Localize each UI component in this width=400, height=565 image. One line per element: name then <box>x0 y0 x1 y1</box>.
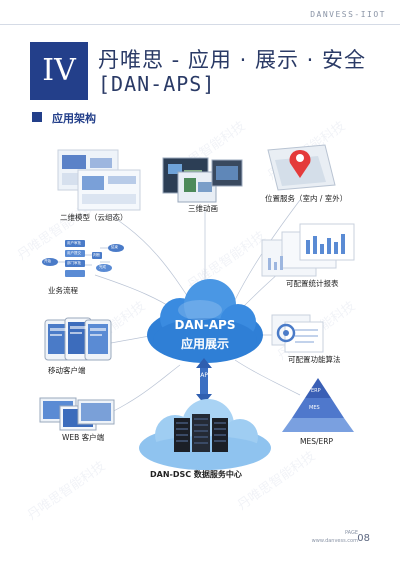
aps-cloud-title: DAN-APS <box>174 318 236 332</box>
mobile-thumbnail <box>44 317 112 361</box>
label-mobile: 移动客户端 <box>48 366 86 375</box>
label-algorithm: 可配置功能算法 <box>288 355 341 364</box>
label-twod-model: 二维模型（云组态） <box>60 213 128 222</box>
label-mes-erp: MES/ERP <box>300 437 333 446</box>
pyramid-mid-label: MES <box>309 405 320 411</box>
label-report: 可配置统计报表 <box>286 279 339 288</box>
flow-node: 判断 <box>93 253 100 257</box>
section-title: 应用架构 <box>52 112 96 125</box>
flow-node: 部门审批 <box>67 261 81 265</box>
business-flow-thumbnail <box>42 240 124 277</box>
page-label: PAGE <box>344 530 358 536</box>
flow-node: 结束 <box>111 245 118 249</box>
page-title: 丹唯思 - 应用 · 展示 · 安全 <box>98 48 366 72</box>
api-arrow <box>196 358 212 404</box>
threed-animation-thumbnail <box>162 157 243 203</box>
flow-node: 用户审批 <box>67 241 81 245</box>
mes-erp-pyramid <box>282 378 354 432</box>
label-web: WEB 客户端 <box>62 433 105 442</box>
label-threed-animation: 三维动画 <box>188 204 218 213</box>
report-thumbnail <box>261 223 355 277</box>
website-text: www.danvess.com <box>311 538 358 544</box>
aps-cloud-subtitle: 应用展示 <box>180 337 229 351</box>
aps-cloud <box>147 279 263 363</box>
flow-node: 用户提交 <box>67 251 81 255</box>
label-location-service: 位置服务（室内 / 室外） <box>265 194 348 203</box>
label-business-flow: 业务流程 <box>48 286 78 295</box>
section-marker <box>32 112 42 122</box>
flow-node: 开始 <box>44 259 51 263</box>
brand-name: DANVESS-IIOT <box>310 10 386 19</box>
label-dsc-center: DAN-DSC 数据服务中心 <box>150 470 242 479</box>
web-thumbnail <box>39 397 115 431</box>
api-label: API <box>200 372 210 379</box>
page-number: 08 <box>357 533 370 544</box>
pyramid-top-label: ERP <box>311 388 321 394</box>
server-rack-icon <box>174 414 228 452</box>
page-subtitle: [DAN-APS] <box>98 72 216 96</box>
algorithm-thumbnail <box>271 314 324 353</box>
header-divider <box>0 24 400 25</box>
location-thumbnail <box>267 144 336 191</box>
flow-node: 完成 <box>99 265 106 269</box>
chapter-numeral: IV <box>30 42 88 100</box>
twod-model-thumbnail <box>57 149 141 211</box>
